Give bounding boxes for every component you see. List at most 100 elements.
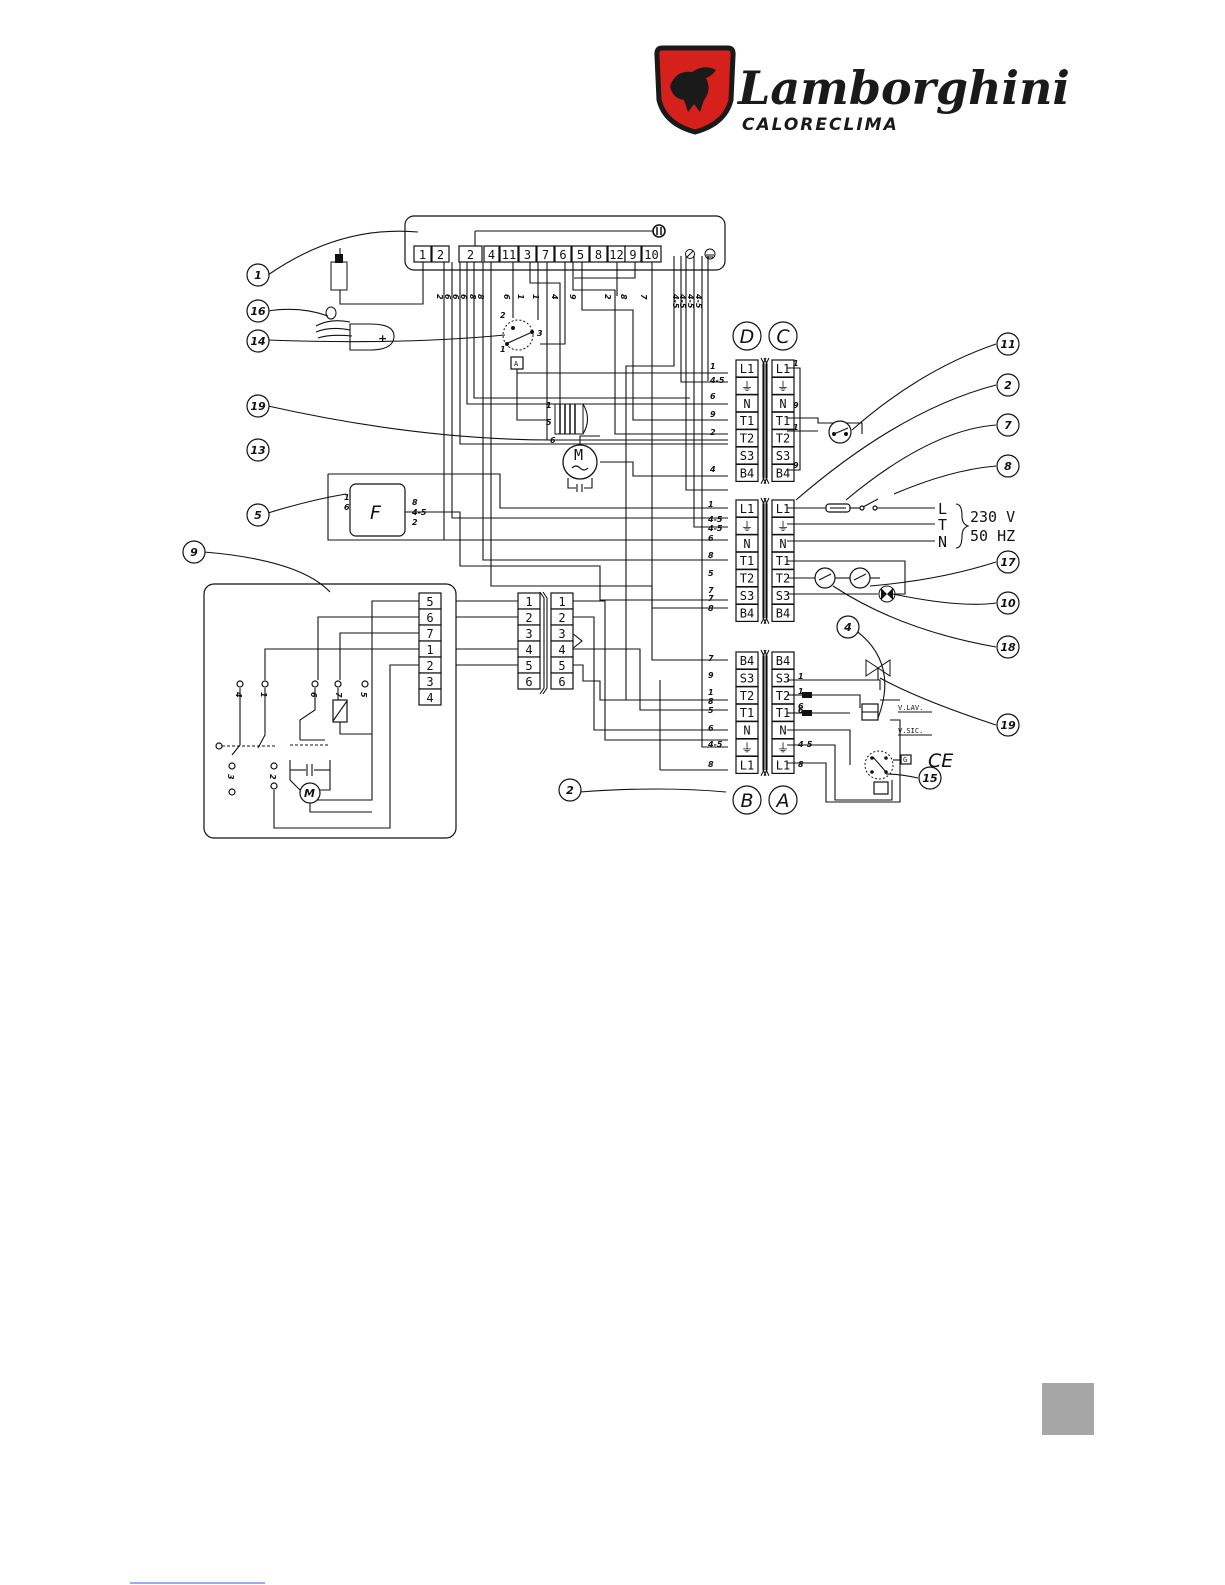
wire-label: 2 bbox=[412, 518, 418, 527]
callout-circle bbox=[996, 413, 1020, 437]
brand-subname: CALORECLIMA bbox=[742, 115, 899, 135]
wire-label: 8 bbox=[476, 294, 485, 300]
block-letter-d: D bbox=[740, 326, 755, 348]
reset-button-icon bbox=[652, 224, 666, 238]
wire-label: 1 bbox=[793, 359, 799, 368]
terminal-label: B4 bbox=[776, 466, 790, 480]
terminal-blocks: L1⏚NT1T2S3B4L1⏚NT1T2S3B4L1⏚NT1T2S3B4L1⏚N… bbox=[735, 357, 795, 777]
thermostat-icon bbox=[828, 420, 852, 444]
terminal-label: L1 bbox=[740, 362, 754, 376]
wire-label: 4-5 bbox=[707, 740, 723, 749]
svg-text:+: + bbox=[378, 332, 387, 345]
wire-label: 1 bbox=[710, 362, 716, 371]
wire-label: 9 bbox=[710, 410, 716, 419]
callout-circle bbox=[996, 332, 1020, 356]
terminal-label: T2 bbox=[776, 572, 790, 586]
wire-label: 2 bbox=[710, 428, 716, 437]
wire-label: 8 bbox=[412, 498, 418, 507]
valve-icon bbox=[865, 659, 891, 680]
wire-label: 1 bbox=[798, 687, 804, 696]
callout-10: 10 bbox=[1000, 597, 1016, 610]
callout-9: 9 bbox=[190, 546, 198, 559]
callout-18: 18 bbox=[1000, 641, 1016, 654]
strip-label: 9 bbox=[629, 248, 636, 262]
connector-label: 6 bbox=[525, 675, 532, 689]
wire-label: 4-5 bbox=[678, 293, 687, 309]
callout-circle bbox=[996, 713, 1020, 737]
wire-label: 7 bbox=[708, 594, 714, 603]
callout-17: 17 bbox=[1000, 556, 1016, 569]
wire-label: 6 bbox=[459, 294, 468, 300]
wire-label: 6 bbox=[708, 724, 714, 733]
terminal-label: ⏚ bbox=[741, 741, 753, 755]
callout-8: 8 bbox=[1004, 460, 1012, 473]
supply-voltage: 230 V bbox=[970, 508, 1015, 526]
callout-4: 4 bbox=[843, 621, 852, 634]
wire-label: 7 bbox=[639, 294, 648, 300]
callout-circle bbox=[246, 263, 270, 287]
strip-label: 2 bbox=[467, 248, 474, 262]
lamp-icon bbox=[878, 585, 896, 603]
wire-label: 4 bbox=[709, 465, 716, 474]
block-letter-circle bbox=[768, 321, 798, 351]
svg-text:3: 3 bbox=[226, 774, 235, 780]
terminal-label: N bbox=[743, 397, 750, 411]
selector-15-icon: G bbox=[864, 750, 912, 795]
valve-relay: V.LAV. V.SIC. bbox=[802, 692, 932, 736]
wire-label: 4-5 bbox=[797, 740, 813, 749]
terminal-label: L1 bbox=[776, 758, 790, 772]
wire-label: 8 bbox=[708, 760, 714, 769]
callout-circle bbox=[996, 373, 1020, 397]
terminal-label: L1 bbox=[776, 502, 790, 516]
wire-label: 4-5 bbox=[686, 293, 695, 309]
panel-strip-label: 6 bbox=[426, 611, 433, 625]
terminal-label: N bbox=[743, 724, 750, 738]
callout-1: 1 bbox=[254, 269, 262, 282]
terminal-label: L1 bbox=[740, 758, 754, 772]
terminal-label: S3 bbox=[740, 589, 754, 603]
terminal-label: T1 bbox=[740, 414, 754, 428]
terminal-label: B4 bbox=[776, 654, 790, 668]
terminal-label: L1 bbox=[740, 502, 754, 516]
strip-label: 1 bbox=[419, 248, 426, 262]
terminal-label: S3 bbox=[776, 671, 790, 685]
block-letter-b: B bbox=[740, 790, 753, 812]
block-letter-circle bbox=[732, 785, 762, 815]
brand-name: Lamborghini bbox=[736, 61, 1070, 115]
wire-label: 4-5 bbox=[709, 376, 725, 385]
wire-label: 6 bbox=[708, 534, 714, 543]
wire-label: 6 bbox=[502, 294, 511, 300]
connector-label: 5 bbox=[525, 659, 532, 673]
wire-label: 9 bbox=[708, 671, 714, 680]
terminal-label: N bbox=[779, 537, 786, 551]
ce-mark: CE bbox=[928, 750, 953, 772]
power-supply: L T N 230 V 50 HZ bbox=[938, 500, 1015, 551]
block-letter-circle bbox=[732, 321, 762, 351]
wire-label: 4-5 bbox=[707, 515, 723, 524]
svg-text:1: 1 bbox=[500, 345, 506, 354]
terminal-label: S3 bbox=[776, 449, 790, 463]
callout-14: 14 bbox=[250, 335, 265, 348]
supply-phase-t: T bbox=[938, 516, 947, 534]
terminal-cell bbox=[771, 603, 795, 623]
wire-label: 1 bbox=[793, 423, 799, 432]
wire-label: 8 bbox=[708, 697, 714, 706]
wire-label: 9 bbox=[793, 461, 799, 470]
strip-cell bbox=[571, 245, 590, 263]
small-box-label: G bbox=[903, 756, 907, 764]
switch-panel: 4 1 6 7 5 3 2 bbox=[203, 583, 457, 839]
strip-label: 10 bbox=[644, 248, 658, 262]
terminal-label: T1 bbox=[740, 706, 754, 720]
brand-logo: Lamborghini CALORECLIMA bbox=[654, 45, 1070, 135]
wire-label: 6 bbox=[451, 294, 460, 300]
panel-strip-label: 2 bbox=[426, 659, 433, 673]
wire-label: 5 bbox=[708, 706, 714, 715]
svg-text:M: M bbox=[304, 787, 315, 800]
